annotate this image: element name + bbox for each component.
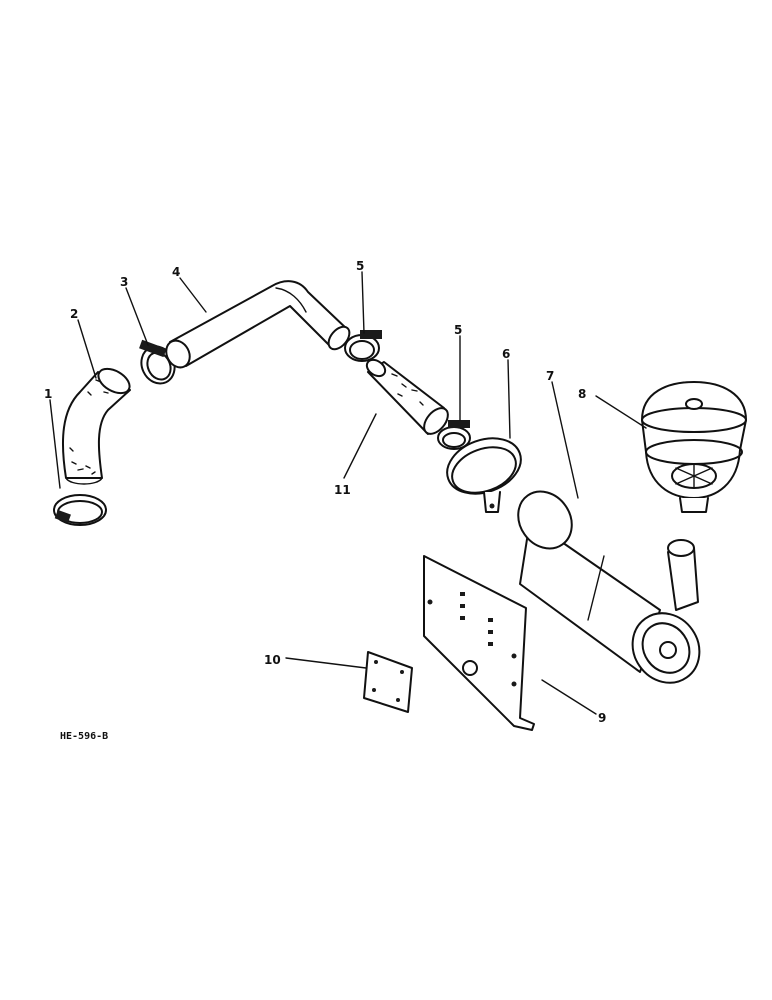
leader-lines: [49, 271, 647, 715]
hose-clamp-5-upper: [344, 330, 382, 362]
callout-10: 10: [264, 653, 281, 667]
callout-3: 3: [120, 275, 128, 289]
gasket-plate-10: [363, 651, 413, 713]
mounting-bracket-9: [423, 555, 535, 731]
callout-9: 9: [598, 711, 606, 725]
callout-1: 1: [44, 387, 52, 401]
callout-4: 4: [172, 265, 180, 279]
mounting-band-6: [446, 437, 522, 513]
hose-clamp-1: [53, 494, 107, 526]
callout-5-upper: 5: [356, 259, 364, 273]
short-hose-11: [365, 358, 449, 435]
callout-6: 6: [502, 347, 510, 361]
callout-7: 7: [546, 369, 554, 383]
callout-5-lower: 5: [454, 323, 462, 337]
air-cleaner-body-7: [517, 490, 701, 684]
callout-11: 11: [334, 483, 351, 497]
callout-8: 8: [578, 387, 586, 401]
callout-labels: 1 2 3 4 5 5 6 7 8 9 10 11: [44, 259, 606, 725]
elbow-hose-2: [61, 367, 131, 485]
drawing-code: HE-596-B: [60, 731, 108, 742]
precleaner-cap-8: [641, 381, 747, 513]
callout-2: 2: [70, 307, 78, 321]
hose-clamp-5-lower: [437, 420, 471, 450]
bent-hose-4: [165, 280, 351, 369]
